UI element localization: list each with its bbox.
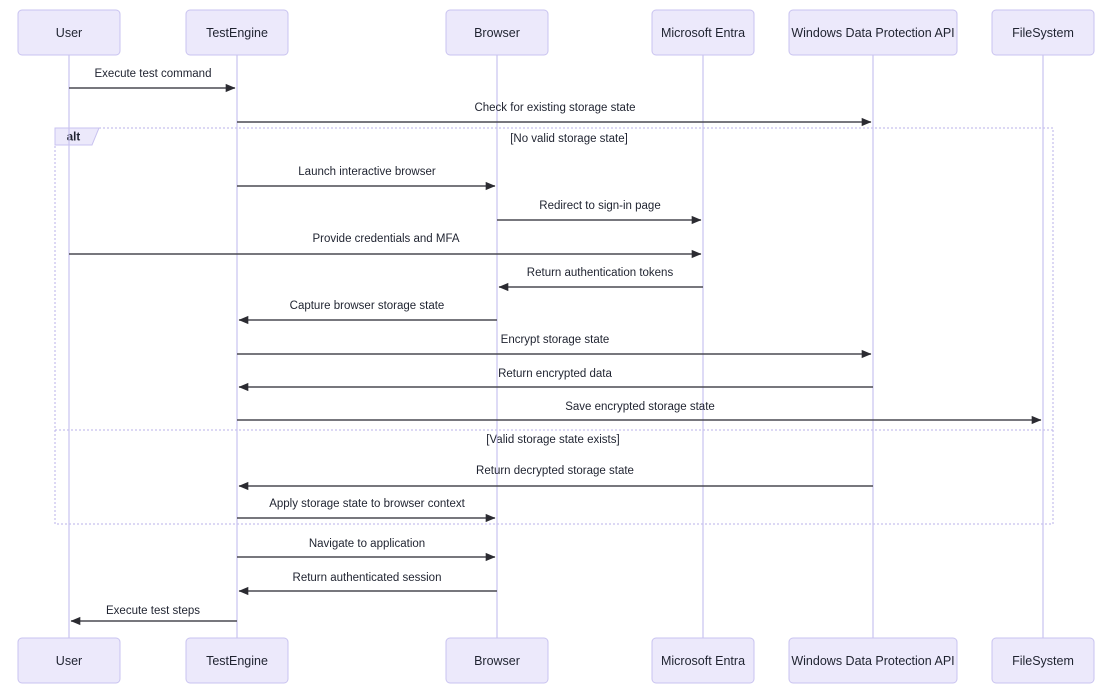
message-label: Return encrypted data — [498, 368, 612, 380]
participant-box[interactable] — [991, 9, 1095, 56]
lifelines-group — [68, 55, 1044, 638]
participant-box[interactable] — [445, 637, 549, 684]
alt-branch-condition: [Valid storage state exists] — [486, 434, 619, 446]
participant-label: User — [56, 654, 82, 668]
message-label: Encrypt storage state — [501, 334, 610, 346]
message-label: Redirect to sign-in page — [539, 200, 660, 212]
message-label: Launch interactive browser — [298, 166, 436, 178]
participant-box[interactable] — [17, 9, 121, 56]
message-label: Return decrypted storage state — [476, 465, 634, 477]
participant-label: Browser — [474, 654, 520, 668]
participant-box[interactable] — [651, 637, 755, 684]
message-m13: Navigate to application — [237, 538, 496, 562]
participant-box[interactable] — [788, 637, 958, 684]
message-m2: Check for existing storage state — [237, 102, 872, 127]
message-label: Navigate to application — [309, 538, 425, 550]
participant-label: Windows Data Protection API — [791, 26, 954, 40]
participant-dpapi-bottom[interactable]: Windows Data Protection API — [788, 637, 958, 684]
message-m9: Return encrypted data — [238, 368, 873, 392]
alt-tag-label: alt — [67, 132, 81, 144]
participant-user-bottom[interactable]: User — [17, 637, 121, 684]
participant-label: FileSystem — [1012, 26, 1074, 40]
alt-fragment: alt [No valid storage state] [Valid storag… — [54, 127, 1054, 525]
message-m14: Return authenticated session — [238, 572, 497, 596]
participant-engine-bottom[interactable]: TestEngine — [185, 637, 289, 684]
message-m6: Return authentication tokens — [498, 267, 703, 292]
participant-label: Windows Data Protection API — [791, 654, 954, 668]
message-m10: Save encrypted storage state — [237, 401, 1042, 425]
message-m7: Capture browser storage state — [238, 300, 497, 325]
alt-tag-shape — [54, 127, 100, 146]
participant-entra-bottom[interactable]: Microsoft Entra — [651, 637, 755, 684]
message-m12: Apply storage state to browser context — [237, 498, 496, 523]
message-label: Save encrypted storage state — [565, 401, 715, 413]
message-label: Check for existing storage state — [474, 102, 635, 114]
participant-box[interactable] — [788, 9, 958, 56]
participant-browser-top[interactable]: Browser — [445, 9, 549, 56]
message-m4: Redirect to sign-in page — [497, 200, 702, 225]
message-m15: Execute test steps — [70, 605, 237, 626]
message-m1: Execute test command — [69, 68, 236, 93]
participant-browser-bottom[interactable]: Browser — [445, 637, 549, 684]
participant-user-top[interactable]: User — [17, 9, 121, 56]
message-label: Apply storage state to browser context — [269, 498, 465, 510]
message-label: Provide credentials and MFA — [312, 233, 459, 245]
message-m8: Encrypt storage state — [237, 334, 872, 359]
participant-fs-bottom[interactable]: FileSystem — [991, 637, 1095, 684]
participant-box[interactable] — [185, 637, 289, 684]
participant-box[interactable] — [991, 637, 1095, 684]
participant-box[interactable] — [17, 637, 121, 684]
participant-label: TestEngine — [206, 26, 268, 40]
participant-entra-top[interactable]: Microsoft Entra — [651, 9, 755, 56]
participant-box[interactable] — [445, 9, 549, 56]
message-label: Return authentication tokens — [527, 267, 674, 279]
message-m3: Launch interactive browser — [237, 166, 496, 191]
participant-label: FileSystem — [1012, 654, 1074, 668]
participant-box[interactable] — [185, 9, 289, 56]
alt-branch-condition: [No valid storage state] — [510, 133, 628, 145]
alt-frame-outline — [54, 127, 1054, 525]
participant-label: Microsoft Entra — [661, 654, 745, 668]
participant-engine-top[interactable]: TestEngine — [185, 9, 289, 56]
participant-fs-top[interactable]: FileSystem — [991, 9, 1095, 56]
participant-dpapi-top[interactable]: Windows Data Protection API — [788, 9, 958, 56]
message-label: Return authenticated session — [293, 572, 442, 584]
message-m5: Provide credentials and MFA — [69, 233, 702, 259]
participant-label: User — [56, 26, 82, 40]
participant-box[interactable] — [651, 9, 755, 56]
message-m11: Return decrypted storage state — [238, 465, 873, 491]
message-label: Capture browser storage state — [290, 300, 445, 312]
participant-label: TestEngine — [206, 654, 268, 668]
participant-label: Microsoft Entra — [661, 26, 745, 40]
participant-label: Browser — [474, 26, 520, 40]
message-label: Execute test steps — [106, 605, 200, 617]
message-label: Execute test command — [95, 68, 212, 80]
